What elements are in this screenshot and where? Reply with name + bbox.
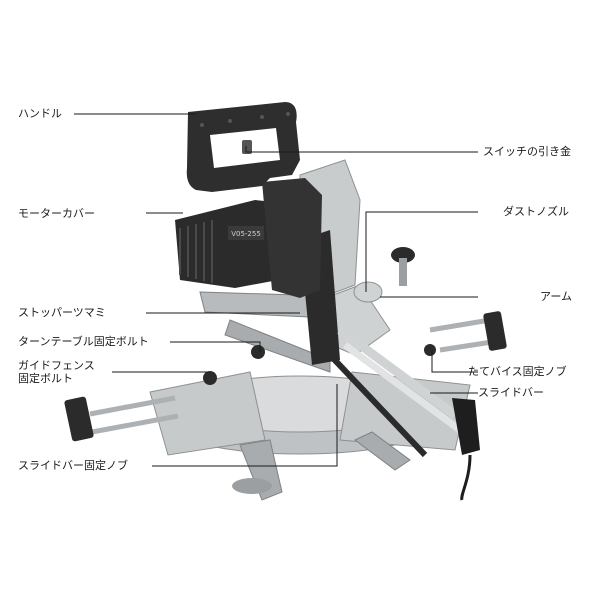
label-guide-fence-line1: ガイドフェンス xyxy=(18,359,95,372)
leader-lines xyxy=(74,113,478,467)
label-guide-fence-line2: 固定ボルト xyxy=(18,372,73,385)
label-slide-bar-knob: スライドバー固定ノブ xyxy=(18,459,128,472)
motor-and-handle: V05-255 xyxy=(175,102,322,298)
label-vertical-vise-knob: たてバイス固定ノブ xyxy=(468,365,567,378)
label-turntable-bolt: ターンテーブル固定ボルト xyxy=(18,335,149,348)
label-motor-cover: モーターカバー xyxy=(18,207,95,220)
base-assembly xyxy=(64,291,507,501)
label-guide-fence-bolt: ガイドフェンス 固定ボルト xyxy=(18,359,95,385)
label-handle: ハンドル xyxy=(18,107,62,120)
label-stopper-knob: ストッパーツマミ xyxy=(18,306,106,319)
label-dust-nozzle: ダストノズル xyxy=(503,205,569,218)
product-marking: V05-255 xyxy=(231,230,261,238)
label-switch-trigger: スイッチの引き金 xyxy=(483,145,571,158)
label-slide-bar: スライドバー xyxy=(478,386,544,399)
label-arm: アーム xyxy=(540,290,573,303)
